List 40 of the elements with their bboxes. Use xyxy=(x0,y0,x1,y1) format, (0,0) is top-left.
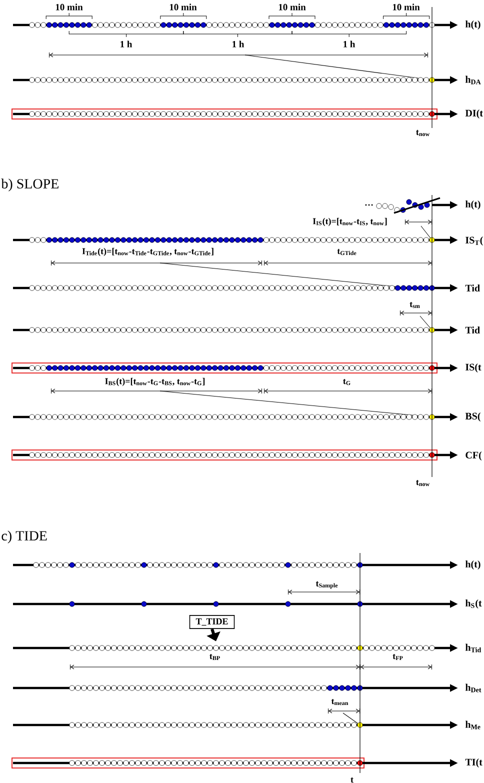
process-box: T_TIDE xyxy=(189,615,235,629)
row-label: Tid xyxy=(465,326,480,334)
row-label: h$_{Tid}$ xyxy=(465,644,482,652)
dimension-label: t$_{GTide}$ xyxy=(337,248,356,256)
row-label: h$_{S}$(t xyxy=(465,599,482,609)
dimension-label: … xyxy=(365,204,373,206)
bracket-label: 1 h xyxy=(232,40,244,48)
row-label: CF( xyxy=(466,451,482,461)
time-label: t$_{now}$ xyxy=(416,480,430,486)
bracket-label: 1 h xyxy=(344,40,356,48)
bracket-label: 10 min xyxy=(56,4,83,10)
bracket-label: 10 min xyxy=(170,4,197,10)
section-title: c) TIDE xyxy=(2,530,47,544)
row-label: DI(t xyxy=(465,109,483,119)
row-label: h$_{Det}$ xyxy=(465,684,482,692)
dimension-label: t$_{Sample}$ xyxy=(316,581,338,589)
dimension-label: I$_{BS}$(t)=[t$_{now}$-t$_{G}$-t$_{BS}$, t$_{now}$-t$_{G}$] xyxy=(105,378,205,386)
dimension-label: t$_{mean}$ xyxy=(331,698,348,706)
row-label: TI(t xyxy=(465,758,482,768)
dimension-label: t$_{sm}$ xyxy=(410,302,420,308)
dimension-label: I$_{IS}$(t)=[t$_{now}$-t$_{IS}$, t$_{now}$] xyxy=(312,218,387,226)
row-label: IS$_{T}$( xyxy=(466,236,483,246)
row-label: BS( xyxy=(465,412,480,422)
row-label: h(t) xyxy=(465,200,480,210)
row-label: Tid xyxy=(465,284,480,292)
bracket-label: 1 h xyxy=(120,40,132,48)
row-label: h(t) xyxy=(465,20,480,30)
dimension-label: t$_{G}$ xyxy=(343,378,350,386)
time-label: t xyxy=(350,777,354,783)
time-label: t$_{now}$ xyxy=(416,130,430,136)
dimension-label: t$_{BP}$ xyxy=(210,654,220,660)
bracket-label: 10 min xyxy=(278,4,306,10)
dimension-label: t$_{FP}$ xyxy=(392,654,403,660)
row-label: h(t) xyxy=(465,560,480,570)
row-label: h$_{Me}$ xyxy=(465,720,480,730)
dimension-label: I$_{Tide}$(t)=[t$_{now}$-t$_{Tide}$-t$_{GTide}$, t$_{now}$-t$_{GTide}$] xyxy=(82,248,214,256)
row-label: h$_{DA}$ xyxy=(465,76,481,84)
row-label: IS(t xyxy=(466,363,482,373)
bracket-label: 10 min xyxy=(392,4,420,10)
section-title: b) SLOPE xyxy=(1,178,58,192)
